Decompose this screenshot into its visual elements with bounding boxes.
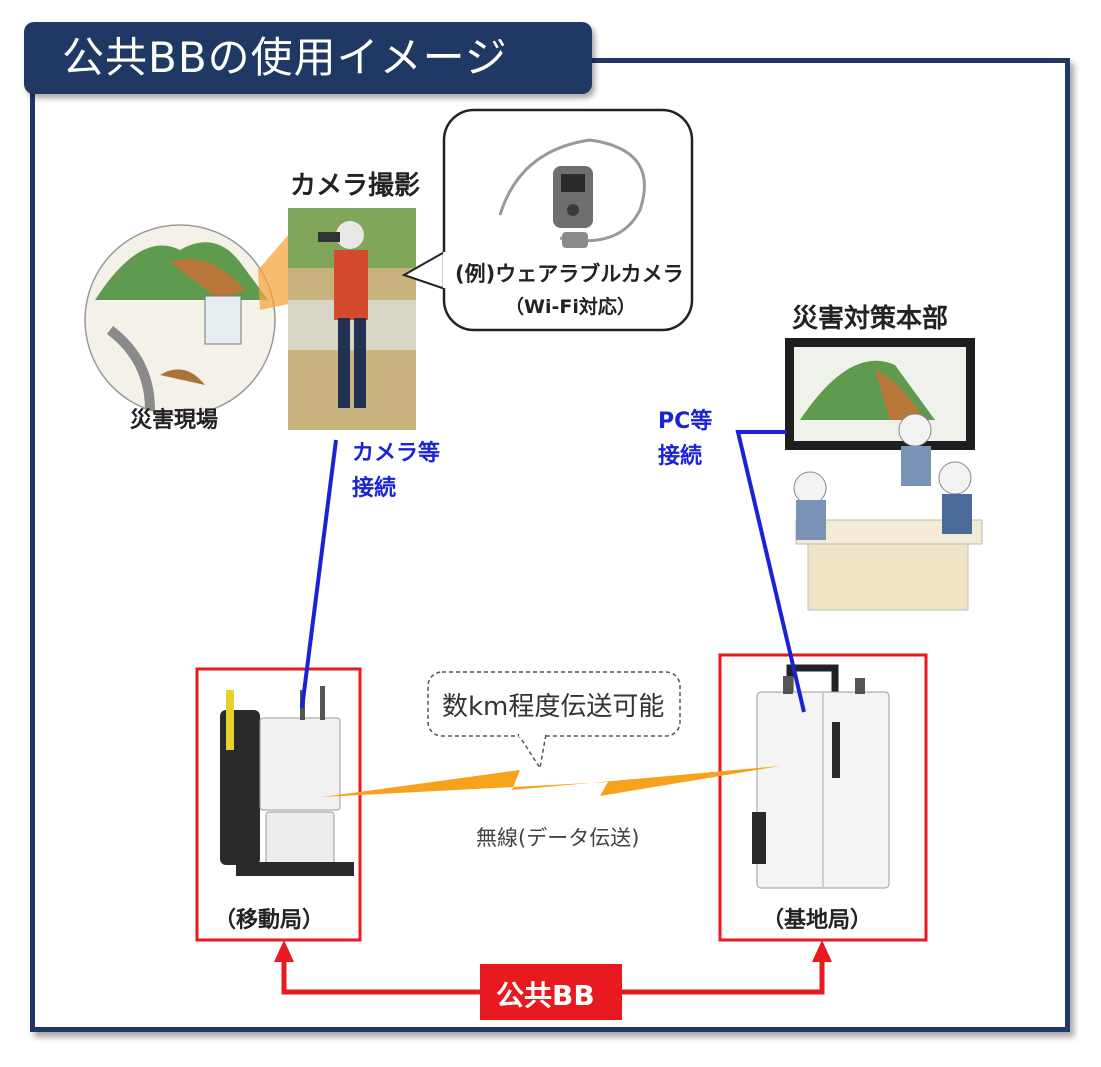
wifi-support-label: （Wi-Fi対応） [505,296,636,318]
wearable-camera-callout [401,108,694,332]
wearable-camera-label: (例)ウェアラブルカメラ [455,262,684,286]
hq-label: 災害対策本部 [792,304,949,334]
mobile-station-device [220,686,354,876]
base-station-device [752,664,890,889]
disaster-site-label: 災害現場 [130,408,219,433]
range-callout [427,671,681,771]
camera-connection-label-2: 接続 [352,476,397,501]
headquarters-illustration [785,338,983,611]
page-title: 公共BBの使用イメージ [24,22,592,94]
wireless-label: 無線(データ伝送) [476,826,640,850]
base-station-label: （基地局） [762,908,873,933]
mobile-station-label: （移動局） [214,908,325,933]
camera-connection-label-1: カメラ等 [352,441,441,466]
camera-operator-photo [288,208,416,430]
pc-connection-label-2: 接続 [658,444,703,469]
range-note: 数km程度伝送可能 [442,692,665,722]
public-bb-label: 公共BB [496,979,595,1012]
camera-connection-line [300,439,338,709]
pc-connection-line [735,430,806,713]
pc-connection-label-1: PC等 [658,409,713,434]
public-bb-arrow [274,940,832,1020]
camera-shooting-label: カメラ撮影 [290,171,421,201]
wireless-lightning-bolt [322,766,780,797]
disaster-site-illustration [84,212,308,416]
